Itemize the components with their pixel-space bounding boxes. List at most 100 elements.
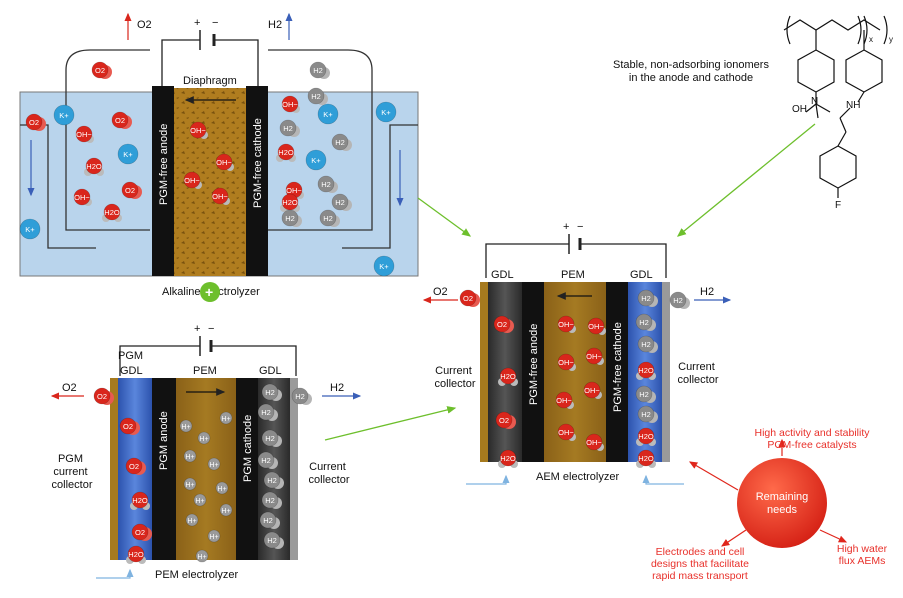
- k-label: K+: [381, 108, 391, 117]
- h2o-label: H2O: [638, 366, 654, 375]
- h-label: H+: [209, 534, 218, 541]
- o2-label: O2: [95, 66, 105, 75]
- need-electrodes-1: Electrodes and cell: [656, 546, 745, 558]
- h2-molecule: H2: [317, 175, 338, 193]
- oh-molecule: OH−: [583, 381, 602, 399]
- oh-molecule: OH−: [75, 125, 94, 143]
- need-electrodes-2: designs that facilitate: [651, 558, 749, 570]
- aem-cathode-label: PGM-free cathode: [612, 322, 624, 412]
- h2o-label: H2O: [638, 454, 654, 463]
- h2-label: H2: [265, 496, 275, 505]
- h2-label: H2: [639, 390, 649, 399]
- pem-right-collector-line1: Current: [309, 461, 346, 473]
- h2-label: H2: [261, 456, 271, 465]
- pem-anode: [152, 378, 176, 560]
- oh-label: OH−: [588, 322, 604, 331]
- h2o-label: H2O: [278, 148, 294, 157]
- h2-molecule: H2: [309, 61, 330, 79]
- h2o-molecule: H2O: [498, 367, 518, 386]
- h2-label: H2: [321, 180, 331, 189]
- h2-label: H2: [267, 536, 277, 545]
- aem-anode-label: PGM-free anode: [528, 324, 540, 405]
- h2-molecule: H2: [635, 313, 656, 331]
- k-molecule: K+: [375, 101, 397, 123]
- k-label: K+: [311, 156, 321, 165]
- h2-label: H2: [639, 318, 649, 327]
- h-molecule: H+: [185, 513, 199, 527]
- pem-gdl-right-label: GDL: [259, 365, 282, 377]
- o2-label: O2: [29, 118, 39, 127]
- oh-label: OH−: [286, 186, 302, 195]
- h2o-molecule: H2O: [84, 157, 104, 176]
- h2o-molecule: H2O: [636, 449, 656, 468]
- pem-cathode-label: PGM cathode: [242, 415, 254, 482]
- oh-molecule: OH−: [585, 347, 604, 365]
- o2-molecule: O2: [459, 289, 480, 307]
- aem-battery-minus: −: [577, 221, 583, 233]
- ionomer-caption-1: Stable, non-adsorbing ionomers: [613, 59, 769, 71]
- h-label: H+: [187, 518, 196, 525]
- alkaline-electrolyzer: + − PGM-free anode PGM-free cathode Diap…: [19, 12, 419, 298]
- aem-right-collector-line2: collector: [678, 374, 719, 386]
- h-molecule: H+: [195, 549, 209, 563]
- plus-circle: [200, 282, 220, 302]
- h2o-label: H2O: [128, 550, 144, 559]
- h2-molecule: H2: [281, 209, 302, 227]
- k-label: K+: [59, 111, 69, 120]
- aem-left-collector-line1: Current: [435, 365, 472, 377]
- k-label: K+: [123, 150, 133, 159]
- oh-label: OH−: [586, 352, 602, 361]
- aem-membrane: [544, 282, 606, 462]
- h2-label: H2: [313, 66, 323, 75]
- pem-right-collector-label: Current collector: [309, 461, 350, 486]
- h2-label: H2: [267, 476, 277, 485]
- o2-label: O2: [129, 462, 139, 471]
- pem-left-collector: [110, 378, 118, 560]
- alkaline-cathode: [246, 86, 268, 276]
- o2-label: O2: [97, 392, 107, 401]
- oh-label: OH−: [586, 438, 602, 447]
- h2-molecule: H2: [669, 291, 690, 309]
- aem-title: AEM electrolyzer: [536, 471, 619, 483]
- pem-title: PEM electrolyzer: [155, 569, 238, 581]
- k-molecule: K+: [373, 255, 395, 277]
- o2-molecule: O2: [25, 113, 46, 131]
- h2-molecule: H2: [637, 289, 658, 307]
- diaphragm-label: Diaphragm: [183, 75, 237, 87]
- oh-molecule: OH−: [585, 433, 604, 451]
- k-molecule: K+: [305, 149, 327, 171]
- k-molecule: K+: [317, 103, 339, 125]
- h-molecule: H+: [183, 477, 197, 491]
- h2-molecule: H2: [635, 385, 656, 403]
- h2-molecule: H2: [263, 471, 284, 489]
- pem-battery-plus: +: [194, 323, 200, 335]
- h2o-molecule: H2O: [636, 427, 656, 446]
- o2-label: O2: [135, 528, 145, 537]
- remaining-needs-line2: needs: [767, 504, 797, 516]
- h2o-label: H2O: [500, 454, 516, 463]
- oh-label: OH−: [556, 396, 572, 405]
- h-label: H+: [199, 436, 208, 443]
- pem-gdl-left-label: GDL: [120, 365, 143, 377]
- aem-membrane-label: PEM: [561, 269, 585, 281]
- aem-left-collector-line2: collector: [435, 378, 476, 390]
- pem-left-collector-line3: collector: [52, 479, 93, 491]
- oh-molecule: OH−: [281, 95, 300, 113]
- h-molecule: H+: [219, 503, 233, 517]
- h2-molecule: H2: [331, 193, 352, 211]
- h2-label: H2: [295, 392, 305, 401]
- k-label: K+: [379, 262, 389, 271]
- h2-molecule: H2: [261, 429, 282, 447]
- o2-molecule: O2: [125, 457, 146, 475]
- k-label: K+: [25, 225, 35, 234]
- h2-label: H2: [335, 198, 345, 207]
- h2-label: H2: [311, 92, 321, 101]
- h2o-molecule: H2O: [126, 545, 146, 564]
- h2-label: H2: [641, 294, 651, 303]
- pem-cathode: [236, 378, 258, 560]
- h2-molecule: H2: [263, 531, 284, 549]
- oh-label: OH−: [558, 358, 574, 367]
- o2-label: O2: [115, 116, 125, 125]
- h2o-molecule: H2O: [636, 361, 656, 380]
- pem-right-collector-line2: collector: [309, 474, 350, 486]
